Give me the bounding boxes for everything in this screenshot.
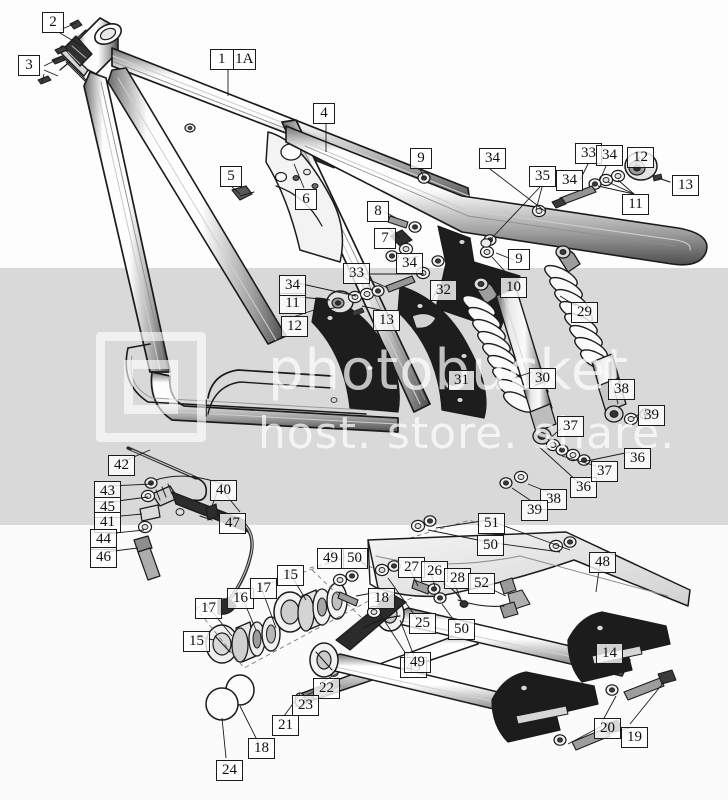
callout-48[interactable]: 48 (589, 552, 616, 573)
frame-seat-rail (285, 125, 708, 266)
callout-42[interactable]: 42 (108, 455, 135, 476)
callout-30[interactable]: 30 (529, 368, 556, 389)
callout-7[interactable]: 7 (374, 228, 396, 249)
callout-9[interactable]: 9 (508, 249, 530, 270)
shock-upper-mount-35 (480, 238, 492, 248)
callout-31[interactable]: 31 (448, 370, 475, 391)
callout-40[interactable]: 40 (210, 480, 237, 501)
callout-23[interactable]: 23 (292, 695, 319, 716)
callout-number-primary: 1 (211, 50, 234, 69)
callout-21[interactable]: 21 (272, 715, 299, 736)
callout-34[interactable]: 34 (279, 275, 306, 296)
callout-52[interactable]: 52 (468, 573, 495, 594)
callout-11[interactable]: 11 (622, 194, 649, 215)
callout-34[interactable]: 34 (556, 170, 583, 191)
callout-50[interactable]: 50 (477, 535, 504, 556)
callout-17[interactable]: 17 (250, 578, 277, 599)
callout-50[interactable]: 50 (448, 619, 475, 640)
callout-11[interactable]: 11 (279, 293, 306, 314)
callout-22[interactable]: 22 (313, 678, 340, 699)
callout-28[interactable]: 28 (444, 568, 471, 589)
callout-32[interactable]: 32 (430, 280, 457, 301)
frame-downtube-inner (107, 67, 287, 345)
callout-51[interactable]: 51 (478, 513, 505, 534)
callout-49[interactable]: 49 (317, 548, 344, 569)
callout-10[interactable]: 10 (500, 277, 527, 298)
swingarm-bush-set-right (273, 582, 348, 633)
callout-29[interactable]: 29 (571, 302, 598, 323)
callout-4[interactable]: 4 (313, 103, 335, 124)
frame-rear-loop (205, 369, 333, 417)
callout-39[interactable]: 39 (638, 405, 665, 426)
callout-2[interactable]: 2 (42, 12, 64, 33)
callout-36[interactable]: 36 (624, 448, 651, 469)
callout-12[interactable]: 12 (627, 147, 654, 168)
callout-34[interactable]: 34 (596, 145, 623, 166)
frame-bottom-cradle (125, 343, 399, 433)
rear-shock-right (544, 245, 653, 426)
callout-18[interactable]: 18 (368, 588, 395, 609)
callout-19[interactable]: 19 (621, 727, 648, 748)
callout-18[interactable]: 18 (248, 738, 275, 759)
callout-3[interactable]: 3 (18, 55, 40, 76)
callout-13[interactable]: 13 (672, 175, 699, 196)
callout-number-secondary: 1A (235, 51, 254, 67)
callout-46[interactable]: 46 (90, 547, 117, 568)
frame-downtube (83, 71, 171, 373)
callout-6[interactable]: 6 (295, 189, 317, 210)
callout-8[interactable]: 8 (367, 201, 389, 222)
callout-20[interactable]: 20 (594, 718, 621, 739)
callout-47[interactable]: 47 (219, 513, 246, 534)
callout-9[interactable]: 9 (410, 148, 432, 169)
callout-38[interactable]: 38 (608, 379, 635, 400)
callout-33[interactable]: 33 (343, 263, 370, 284)
callout-34[interactable]: 34 (479, 148, 506, 169)
callout-37[interactable]: 37 (591, 461, 618, 482)
callout-15[interactable]: 15 (183, 631, 210, 652)
callout-17[interactable]: 17 (195, 598, 222, 619)
callout-13[interactable]: 13 (373, 310, 400, 331)
callout-44[interactable]: 44 (90, 529, 117, 550)
cable-clamp-32 (411, 312, 437, 329)
callout-39[interactable]: 39 (521, 500, 548, 521)
callout-33[interactable]: 33 (575, 143, 602, 164)
callout-15[interactable]: 15 (277, 565, 304, 586)
callout-37[interactable]: 37 (557, 416, 584, 437)
callout-50[interactable]: 50 (341, 548, 368, 569)
callout-24[interactable]: 24 (216, 760, 243, 781)
swingarm-bush-set-left (205, 616, 281, 664)
callout-12[interactable]: 12 (281, 316, 308, 337)
callout-49[interactable]: 49 (404, 652, 431, 673)
callout-25[interactable]: 25 (409, 613, 436, 634)
spacer-rings (205, 674, 255, 721)
pivot-bolt-cluster-left (321, 266, 431, 317)
callout-34[interactable]: 34 (396, 253, 423, 274)
callout-35[interactable]: 35 (529, 166, 556, 187)
callout-14[interactable]: 14 (596, 643, 623, 664)
callout-36[interactable]: 36 (570, 477, 597, 498)
callout-5[interactable]: 5 (220, 166, 242, 187)
